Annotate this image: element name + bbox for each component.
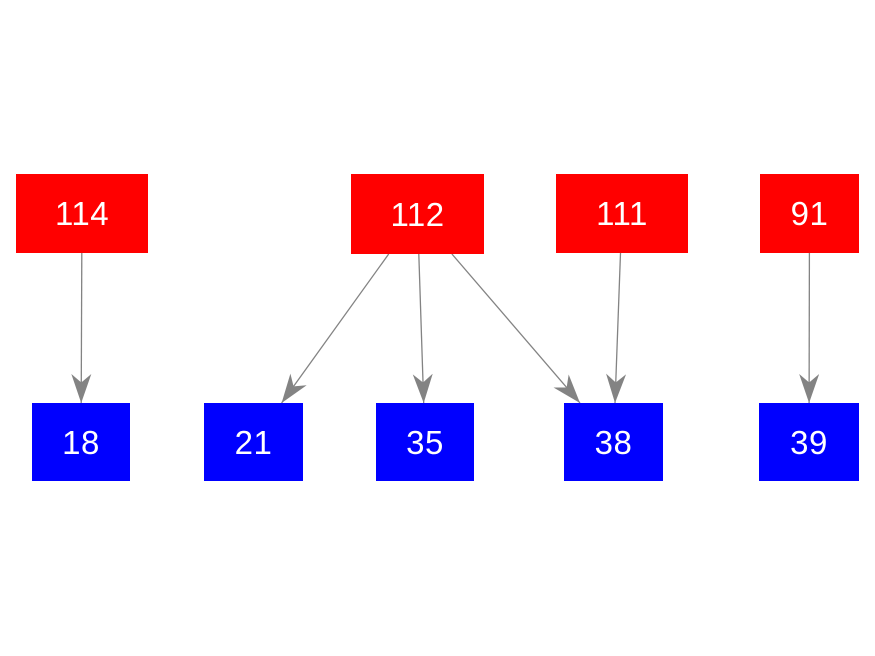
node-112: 112 — [351, 174, 484, 254]
node-label: 39 — [790, 423, 828, 461]
node-label: 38 — [594, 423, 633, 461]
node-label: 91 — [790, 195, 829, 232]
node-label: 21 — [234, 423, 273, 461]
node-39: 39 — [759, 403, 859, 481]
node-label: 35 — [406, 423, 444, 461]
node-18: 18 — [32, 403, 130, 481]
node-91: 91 — [760, 174, 859, 253]
node-label: 114 — [54, 195, 110, 232]
edge-112-to-38 — [451, 253, 581, 404]
edge-112-to-35 — [412, 253, 433, 404]
edge-111-to-38 — [606, 252, 627, 404]
node-label: 111 — [596, 195, 648, 232]
node-35: 35 — [376, 403, 474, 481]
node-21: 21 — [204, 403, 303, 481]
node-label: 112 — [390, 195, 445, 233]
node-111: 111 — [556, 174, 688, 253]
node-label: 18 — [62, 423, 100, 461]
edge-114-to-18 — [71, 252, 92, 404]
node-38: 38 — [564, 403, 663, 481]
edge-group — [71, 252, 820, 404]
edge-112-to-21 — [281, 253, 390, 404]
node-114: 114 — [16, 174, 148, 253]
